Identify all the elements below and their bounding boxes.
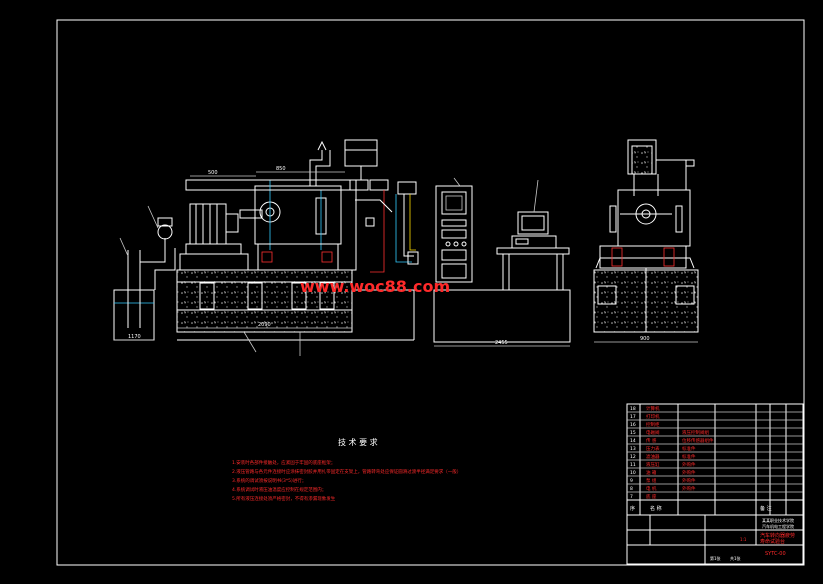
- parts-cell: 泵 组: [646, 477, 657, 484]
- notes-title: 技 术 要 求: [338, 437, 378, 447]
- parts-cell: 14: [630, 438, 636, 444]
- parts-cell: 10: [630, 470, 636, 476]
- parts-cell: 计算机: [646, 405, 660, 412]
- parts-cell: 标准件: [682, 445, 696, 452]
- drawing-code: SYTC-00: [765, 551, 786, 557]
- front-view: 500 850 2090 1170: [113, 139, 419, 356]
- parts-cell: 底 座: [646, 493, 657, 500]
- parts-cell: 液压缸: [646, 461, 660, 468]
- parts-cell: 外购件: [682, 469, 696, 476]
- parts-cell: 15: [630, 430, 636, 436]
- parts-cell: 油 箱: [646, 469, 657, 476]
- school-name-1: 某某职业技术学院: [762, 517, 794, 523]
- dim-d4: 1170: [128, 334, 141, 340]
- parts-cell: 控制柜: [646, 421, 660, 428]
- dim-d3: 2090: [258, 322, 271, 328]
- side-view: 900: [593, 139, 699, 343]
- drawing-title-2: 寿命试验台: [760, 538, 785, 545]
- parts-cell: 打印机: [646, 413, 660, 420]
- filter-icon: [157, 224, 173, 240]
- parts-cell: 位移传感器组件: [682, 437, 714, 444]
- title-block: 18 计算机 17 打印机 16 控制柜 15 电磁阀 液压控制阀组 14 传 感 位移传感器组件 13…: [626, 403, 804, 565]
- dim-d1: 500: [208, 170, 218, 176]
- outer-frame: [56, 19, 805, 566]
- note-line-3: 3.系统的调试须按说明书(3*5)进行；: [232, 477, 306, 484]
- parts-cell: 9: [630, 478, 633, 484]
- technical-notes: 技 术 要 求 1.安装时各部件接触处，应紧固于牢固的底座框架； 2.液压管路与…: [232, 437, 461, 502]
- drawing-scale: 1:1: [740, 537, 747, 542]
- station-base: [433, 289, 571, 343]
- sheet-total: 共1张: [730, 555, 741, 561]
- parts-cell: 12: [630, 454, 636, 460]
- note-line-1: 1.安装时各部件接触处，应紧固于牢固的底座框架；: [232, 459, 335, 466]
- control-station: 2455: [433, 177, 571, 347]
- parts-cell: 外购件: [682, 485, 696, 492]
- parts-cell: 13: [630, 446, 636, 452]
- foundation: [176, 269, 353, 333]
- parts-cell: 11: [630, 462, 636, 468]
- parts-cell: 压力表: [646, 445, 660, 452]
- computer-monitor: [517, 211, 549, 235]
- parts-header-no: 序: [630, 505, 635, 512]
- computer-table: [496, 247, 570, 255]
- parts-cell: 8: [630, 486, 633, 492]
- parts-header-name: 名 称: [650, 505, 662, 512]
- parts-cell: 外购件: [682, 461, 696, 468]
- note-line-5: 5.所有液压连接处须严格密封，不得有渗漏现象发生: [232, 495, 336, 502]
- school-name-2: 汽车机电工程学院: [762, 523, 794, 529]
- note-line-4: 4.系统调试时液压油温度应控制在规定范围内；: [232, 486, 326, 493]
- parts-cell: 液压控制阀组: [682, 429, 709, 436]
- parts-cell: 滤油器: [646, 453, 660, 460]
- parts-header-note: 备 注: [760, 505, 772, 512]
- parts-cell: 17: [630, 414, 636, 420]
- hydraulic-cylinder: [185, 179, 357, 191]
- watermark: www.woc88.com: [300, 277, 450, 296]
- parts-cell: 外购件: [682, 477, 696, 484]
- parts-cell: 标准件: [682, 453, 696, 460]
- parts-cell: 电磁阀: [646, 429, 660, 436]
- drawing-title-1: 汽车转向器疲劳: [760, 532, 795, 539]
- electric-motor: [189, 203, 227, 245]
- parts-cell: 7: [630, 494, 633, 500]
- sheet-no: 第1张: [710, 555, 721, 561]
- side-valve-block: [631, 145, 653, 175]
- dim-d6: 900: [640, 336, 650, 342]
- parts-cell: 传 感: [646, 437, 657, 444]
- cabinet-screen: [441, 191, 467, 215]
- control-cabinet: [435, 185, 473, 283]
- parts-cell: 18: [630, 406, 636, 412]
- parts-cell: 电 机: [646, 485, 657, 492]
- oil-tank: [113, 289, 155, 341]
- dim-d5: 2455: [495, 340, 508, 346]
- parts-cell: 16: [630, 422, 636, 428]
- dim-d2: 850: [276, 166, 286, 172]
- note-line-2: 2.液压管路与各元件连接时应涂抹密封胶并用扎带固定在支架上，管路转弯处应保证圆滑…: [232, 468, 461, 475]
- valve-block: [344, 139, 378, 167]
